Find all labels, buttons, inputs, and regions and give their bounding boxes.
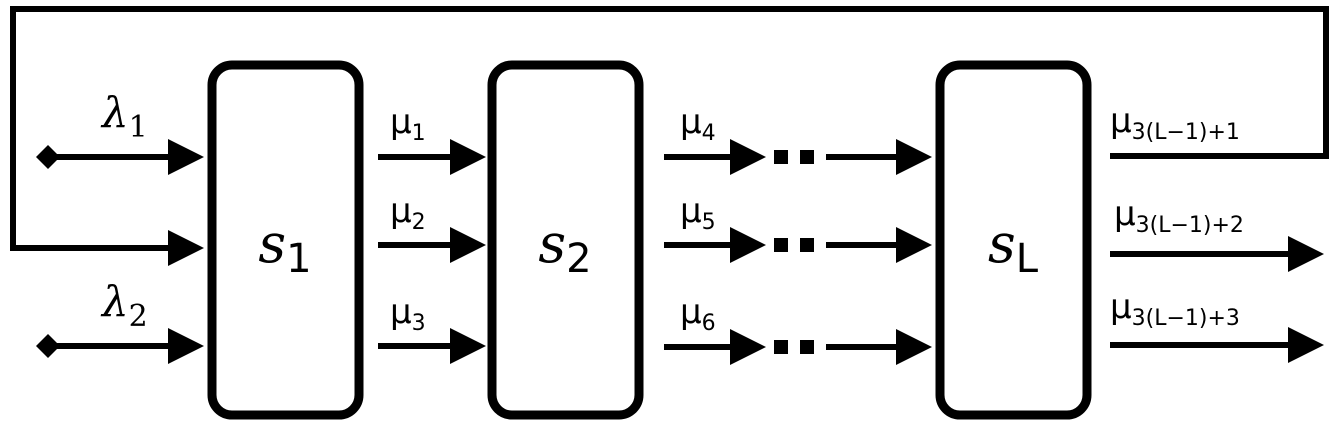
label-mu5: μ5 — [680, 191, 716, 235]
block-s2 — [487, 60, 644, 420]
label-lambda1: λ1 — [100, 88, 148, 145]
chain-row-mu4 — [664, 139, 932, 175]
label-mu6: μ6 — [680, 292, 716, 336]
block-s1-label: s1 — [258, 212, 311, 282]
block-s1 — [207, 60, 364, 420]
label-mu3: μ3 — [390, 292, 426, 336]
block-sL — [935, 60, 1092, 420]
label-mu2: μ2 — [390, 191, 426, 235]
label-lambda2: λ2 — [100, 277, 148, 334]
label-output-3: μ3(L−1)+3 — [1110, 287, 1240, 331]
label-output-2: μ3(L−1)+2 — [1114, 194, 1244, 238]
chain-row-mu6 — [664, 329, 932, 365]
feedback-loop-line — [10, 6, 1329, 251]
label-output-1: μ3(L−1)+1 — [1110, 101, 1240, 145]
block-s2-label: s2 — [538, 212, 591, 282]
label-mu4: μ4 — [680, 102, 716, 146]
block-sL-label: sL — [988, 212, 1039, 282]
chain-row-mu5 — [664, 227, 932, 263]
label-mu1: μ1 — [390, 102, 426, 146]
